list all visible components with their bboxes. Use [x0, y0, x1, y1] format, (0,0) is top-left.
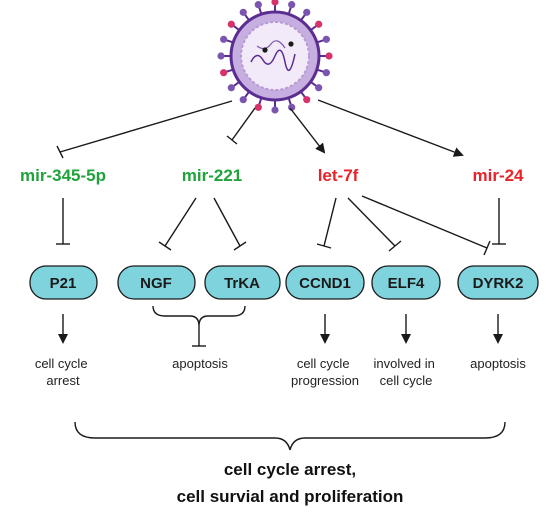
edge-mir221-ngf	[164, 197, 197, 247]
inhibit-bar-elf4	[388, 240, 402, 252]
virus-spike-tip	[254, 1, 262, 9]
edge-let7f-elf4	[347, 197, 396, 247]
gene-label: CCND1	[299, 275, 351, 292]
virus-spike-tip	[303, 8, 311, 16]
inhibit-bar-mir345	[56, 145, 64, 159]
virus-spike-tip	[227, 20, 235, 28]
effect-label-ngf-trka: apoptosis	[172, 356, 228, 371]
gene-node-ccnd1: CCND1	[285, 265, 365, 300]
virus-spike-tip	[227, 84, 235, 92]
inhibit-bar-dyrk2-let7f	[483, 240, 491, 256]
inhibit-bar-ccnd1	[316, 243, 332, 249]
mirna-label-mir-345-5p: mir-345-5p	[20, 166, 106, 185]
gene-node-ngf: NGF	[117, 265, 196, 300]
edge-let7f-ccnd1	[323, 197, 337, 247]
virus-spike-tip	[315, 20, 323, 28]
virus-spike-tip	[220, 35, 228, 43]
inhibit-bar-mir221	[226, 135, 238, 145]
gene-node-trka: TrKA	[204, 265, 281, 300]
virus-spike-tip	[288, 1, 296, 9]
edge-virus-mir221	[231, 107, 256, 141]
virus-spikes	[217, 0, 333, 114]
edge-virus-mir24	[317, 99, 464, 157]
ngf-trka-bracket	[152, 305, 246, 327]
virus-spike-tip	[322, 69, 330, 77]
summary-brace	[74, 421, 506, 451]
summary-line-1: cell cycle arrest,	[224, 460, 356, 479]
gene-label: NGF	[140, 275, 172, 292]
effect-label-elf4: involved in cell cycle	[373, 356, 438, 388]
gene-label: TrKA	[224, 275, 260, 292]
virus-spike-tip	[271, 0, 279, 6]
virus-spike-tip	[239, 96, 247, 104]
inhibit-bar-ngf	[158, 241, 172, 251]
virus-spike-tip	[217, 52, 225, 60]
virus-spike-tip	[288, 103, 296, 111]
edge-let7f-dyrk2	[361, 195, 488, 249]
coronavirus-particle-icon	[217, 0, 333, 114]
gene-node-elf4: ELF4	[371, 265, 441, 300]
gene-label: P21	[50, 275, 77, 292]
mirna-label-mir-221: mir-221	[182, 166, 242, 185]
virus-spike-tip	[315, 84, 323, 92]
virus-spike-tip	[325, 52, 333, 60]
edge-virus-let7f	[289, 107, 326, 154]
gene-node-p21: P21	[29, 265, 98, 300]
virus-spike-tip	[303, 96, 311, 104]
effect-label-ccnd1: cell cycle progression	[291, 356, 359, 388]
edge-virus-mir345	[59, 100, 233, 153]
virus-spike-tip	[239, 8, 247, 16]
gene-label: DYRK2	[473, 275, 524, 292]
virus-spike-tip	[322, 35, 330, 43]
edge-mir221-trka	[213, 197, 241, 247]
mirna-label-mir-24: mir-24	[472, 166, 524, 185]
virus-spike-tip	[271, 106, 279, 114]
virus-spike-tip	[254, 103, 262, 111]
summary-line-2: cell survial and proliferation	[177, 487, 404, 506]
virus-spike-tip	[220, 69, 228, 77]
mirna-label-let-7f: let-7f	[318, 166, 359, 185]
effect-label-p21: cell cycle arrest	[35, 356, 91, 388]
effect-label-dyrk2: apoptosis	[470, 356, 526, 371]
gene-label: ELF4	[388, 275, 425, 292]
inhibit-bar-trka	[233, 241, 247, 251]
gene-node-dyrk2: DYRK2	[457, 265, 539, 300]
